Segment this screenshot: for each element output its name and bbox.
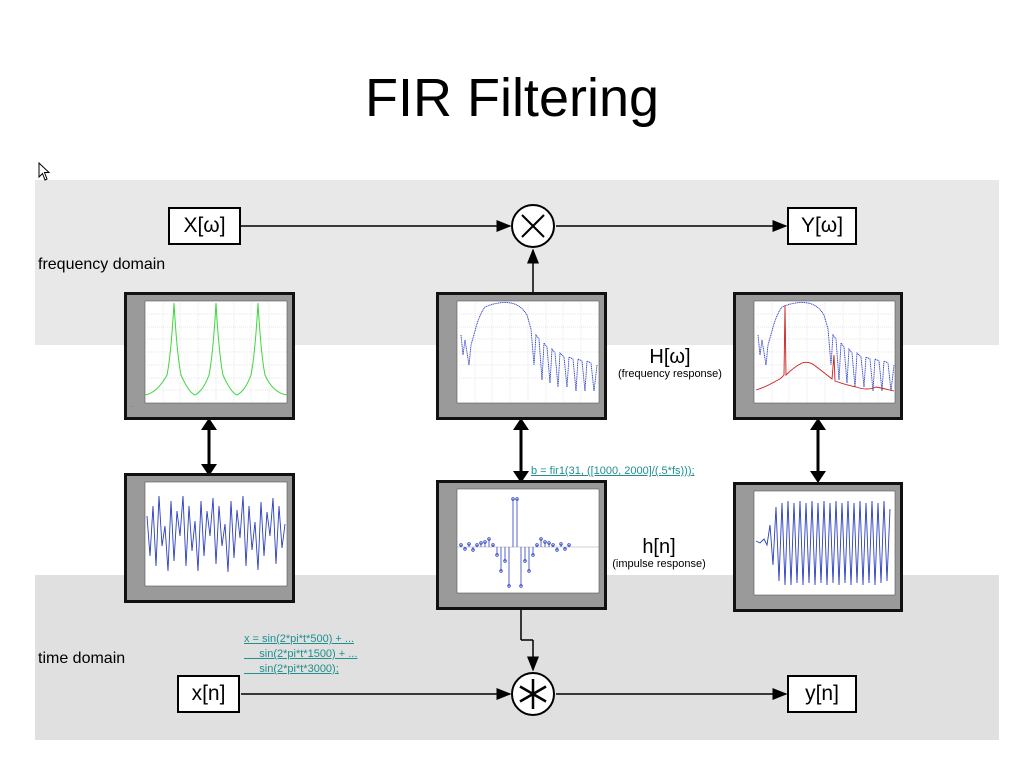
signal-code-line1[interactable]: x = sin(2*pi*t*500) + ... <box>244 633 355 645</box>
output-spectrum-graph <box>753 300 896 404</box>
convolve-icon <box>511 672 555 716</box>
H-omega-label: H[ω] <box>649 346 691 368</box>
time-domain-label: time domain <box>38 650 126 667</box>
svg-text:...: ... <box>131 404 134 408</box>
input-signal-plot <box>124 473 295 603</box>
multiply-icon <box>511 204 555 248</box>
double-arrow-left <box>201 418 217 476</box>
impulse-response-graph <box>456 488 600 594</box>
signal-code-line3[interactable]: sin(2*pi*t*3000); <box>244 663 339 675</box>
slide-title: FIR Filtering <box>364 68 660 128</box>
x-n-box: x[n] <box>177 675 240 713</box>
h-n-annotation: h[n] (impulse response) <box>605 536 713 571</box>
frequency-response-plot <box>436 292 607 420</box>
Y-omega-box: Y[ω] <box>787 207 857 245</box>
H-omega-annotation: H[ω] (frequency response) <box>608 346 732 381</box>
y-n-box: y[n] <box>787 675 857 713</box>
output-signal-plot <box>733 482 903 612</box>
h-n-label: h[n] <box>642 536 676 558</box>
double-arrow-right <box>810 418 826 483</box>
X-omega-box: X[ω] <box>168 207 241 245</box>
impulse-response-plot <box>436 480 607 610</box>
frequency-domain-label: frequency domain <box>38 256 166 273</box>
signal-code-line2[interactable]: sin(2*pi*t*1500) + ... <box>244 648 358 660</box>
output-signal-graph <box>753 490 896 596</box>
output-spectrum-plot <box>733 292 903 420</box>
input-spectrum-graph: ... <box>131 300 288 408</box>
frequency-response-label: (frequency response) <box>618 368 722 380</box>
double-arrow-center <box>513 418 529 483</box>
fir1-code-link[interactable]: b = fir1(31, ([1000, 2000]/(.5*fs))); <box>531 465 695 477</box>
input-spectrum-plot: ... <box>124 292 295 420</box>
mouse-cursor-icon <box>38 162 51 181</box>
impulse-response-label: (impulse response) <box>612 558 706 570</box>
frequency-response-graph <box>456 300 600 404</box>
input-signal-graph <box>144 481 288 587</box>
